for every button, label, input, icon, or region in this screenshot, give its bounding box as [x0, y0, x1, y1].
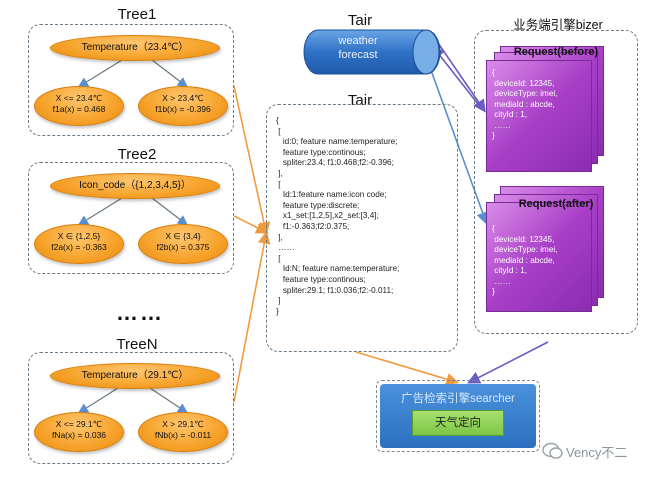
tree1-left-arrow: [77, 59, 123, 88]
tree1-right-cond: X > 23.4℃: [162, 93, 204, 103]
searcher-title: 广告检索引擎searcher: [401, 393, 515, 405]
tree1-right-arrow: [151, 59, 189, 88]
searcher-box: [376, 380, 540, 452]
tree1-to-tair-line: [233, 85, 271, 236]
tair-to-searcher-line: [355, 351, 460, 386]
request-after-page: [486, 202, 592, 312]
treeN-left-cond: X <= 29.1℃: [55, 419, 103, 429]
bizer-to-weather-line: [432, 45, 479, 105]
tair-store-content: { [ id:0; feature name:temperature; feat…: [276, 116, 400, 316]
tree2-right-arrow: [151, 197, 189, 226]
tree2-right-value: f2b(x) = 0.375: [156, 242, 210, 252]
treeN-left-arrow: [77, 387, 119, 414]
treeN-right-arrow: [149, 387, 189, 414]
tree1-root-node: Temperature（23.4℃）: [50, 35, 220, 61]
bizer-title: 业务端引擎bizer: [513, 18, 603, 32]
tree2-root-node: Icon_code（{1,2,3,4,5}）: [50, 173, 220, 199]
tree1-left-value: f1a(x) = 0.468: [52, 104, 106, 114]
request-after-title: Request(after): [518, 198, 594, 210]
treeN-to-tair-line: [233, 230, 271, 403]
wechat-icon: [542, 440, 564, 462]
tree2-left-leaf: X ∈ {1,2,5} f2a(x) = -0.363: [34, 224, 124, 264]
tree1-right-leaf: X > 23.4℃ f1b(x) = -0.396: [138, 86, 228, 126]
treeN-right-value: fNb(x) = -0.011: [154, 430, 212, 440]
tree1-left-leaf: X <= 23.4℃ f1a(x) = 0.468: [34, 86, 124, 126]
weather-forecast-line1: weather: [338, 35, 378, 47]
request-before-title: Request(before): [513, 46, 599, 58]
tair-top-title: Tair: [347, 12, 373, 29]
tree2-left-value: f2a(x) = -0.363: [51, 242, 107, 252]
tree2-right-leaf: X ∈ {3,4} f2b(x) = 0.375: [138, 224, 228, 264]
tree1-title: Tree1: [117, 6, 157, 23]
tree2-right-cond: X ∈ {3,4}: [165, 231, 201, 241]
bizer-to-searcher-line: [467, 341, 549, 384]
tree1-box: [28, 24, 234, 136]
treeN-left-leaf: X <= 29.1℃ fNa(x) = 0.036: [34, 412, 124, 452]
treeN-right-leaf: X > 29.1℃ fNb(x) = -0.011: [138, 412, 228, 452]
tree2-to-tair-line: [233, 215, 269, 234]
tair-store-box: [266, 104, 458, 352]
tree2-left-arrow: [77, 197, 123, 226]
tree2-title: Tree2: [117, 146, 157, 163]
request-before-content: { deviceId: 12345, deviceType: imei, med…: [492, 68, 558, 140]
tree1-right-value: f1b(x) = -0.396: [155, 104, 211, 114]
weather-targeting-button[interactable]: 天气定向: [412, 410, 504, 436]
weather-forecast-line2: forecast: [338, 49, 378, 61]
treeN-box: [28, 352, 234, 464]
weather-forecast-cylinder: weather forecast: [302, 28, 442, 76]
request-after-content: { deviceId: 12345, deviceType: imei, med…: [492, 224, 558, 296]
treeN-title: TreeN: [116, 336, 158, 353]
treeN-root-node: Temperature（29.1℃）: [50, 363, 220, 389]
request-before-page: [486, 60, 592, 172]
tree2-box: [28, 162, 234, 274]
cylinder-shape: [303, 29, 441, 75]
watermark-text: Vency不二: [566, 445, 628, 460]
treeN-right-cond: X > 29.1℃: [162, 419, 204, 429]
trees-ellipsis: ……: [116, 300, 164, 325]
tree1-left-cond: X <= 23.4℃: [55, 93, 103, 103]
tree2-left-cond: X ∈ {1,2,5}: [57, 231, 101, 241]
treeN-left-value: fNa(x) = 0.036: [51, 430, 107, 440]
bizer-box: [474, 30, 638, 334]
